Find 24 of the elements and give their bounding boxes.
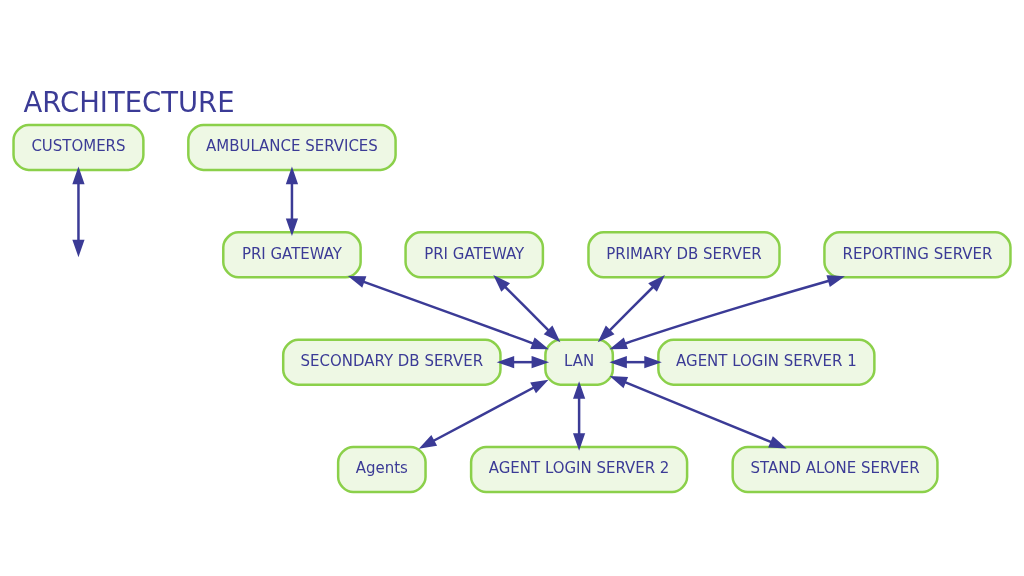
arrow	[597, 274, 665, 342]
arrow	[496, 355, 550, 368]
arrow	[418, 379, 549, 449]
node-box: AGENT LOGIN SERVER 1	[657, 337, 876, 386]
arrow	[347, 275, 549, 349]
arrow	[72, 166, 85, 257]
node-box: PRI GATEWAY	[404, 230, 545, 278]
node-box: LAN	[544, 337, 615, 386]
arrow	[572, 380, 586, 451]
node-box: REPORTING SERVER	[823, 230, 1012, 278]
arrow	[609, 355, 662, 368]
node-box: SECONDARY DB SERVER	[281, 337, 502, 386]
arrow	[285, 166, 299, 236]
node-box: PRIMARY DB SERVER	[587, 230, 781, 278]
arrow	[609, 375, 787, 448]
diagram-title: ARCHITECTURE	[23, 86, 235, 118]
arrow	[493, 274, 561, 342]
node-box: Agents	[336, 445, 427, 493]
node-box: STAND ALONE SERVER	[731, 445, 939, 493]
node-box: AMBULANCE SERVICES	[187, 123, 397, 171]
node-box: AGENT LOGIN SERVER 2	[469, 445, 689, 493]
node-box: CUSTOMERS	[12, 123, 145, 171]
node-box: PRI GATEWAY	[222, 230, 362, 278]
arrow	[609, 274, 845, 349]
